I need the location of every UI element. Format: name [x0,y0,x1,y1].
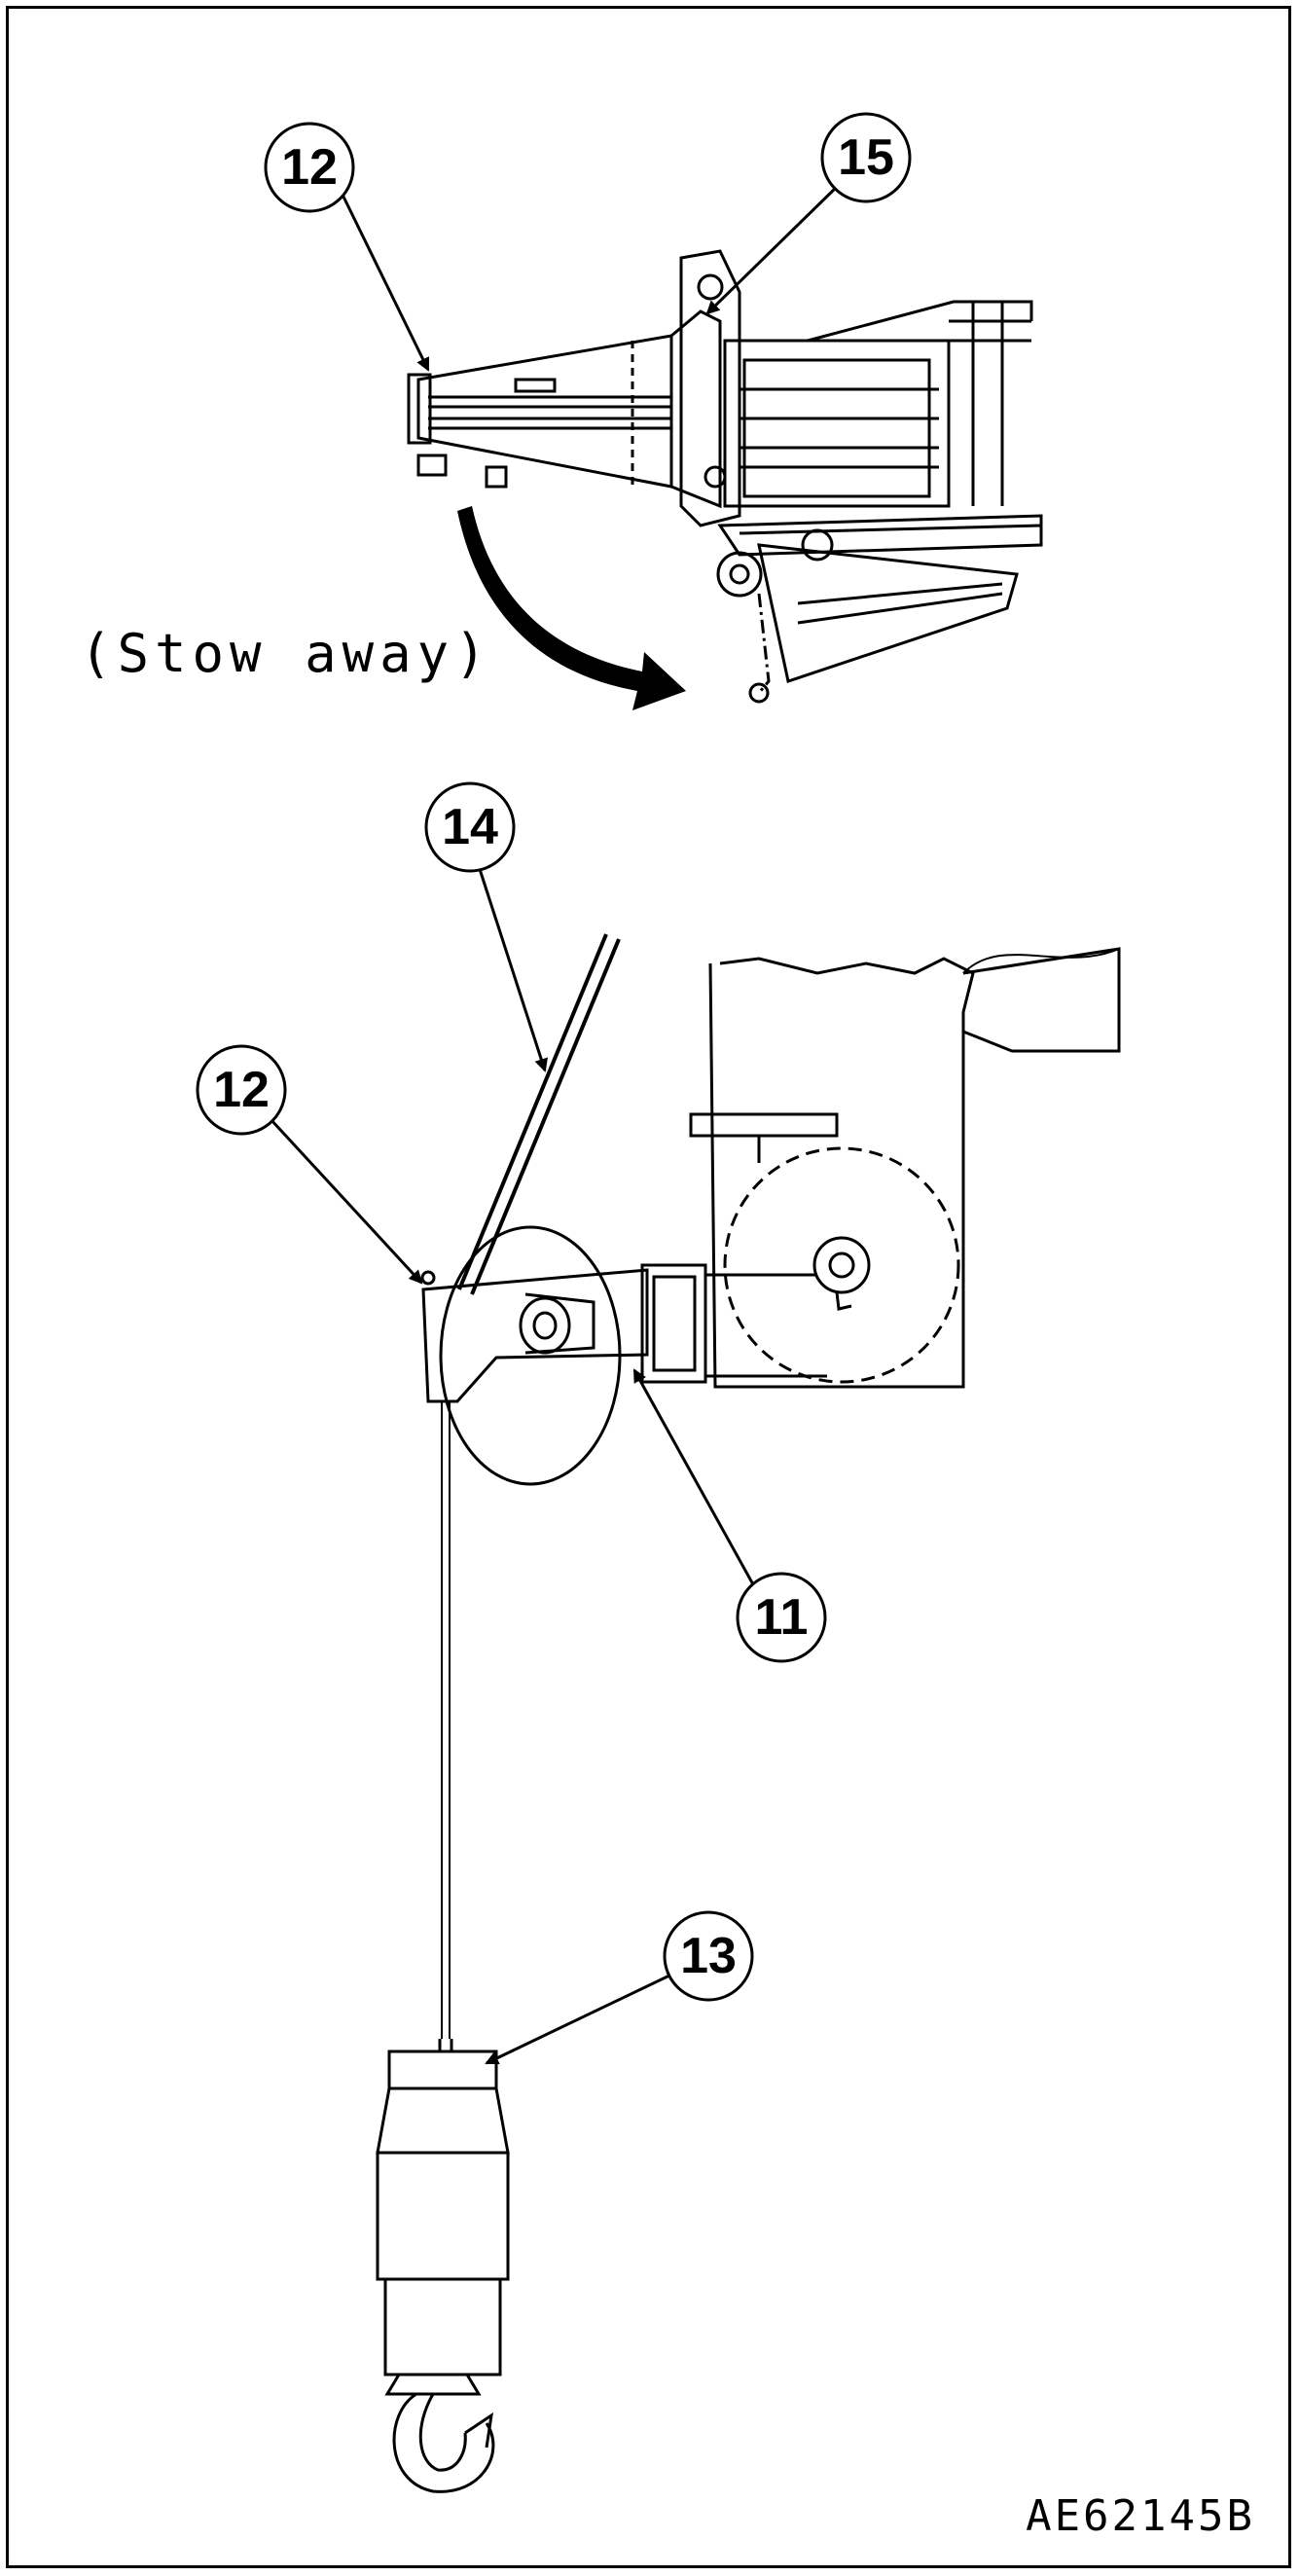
svg-text:12: 12 [281,139,338,196]
leader-14 [477,865,548,1072]
callout-15: 15 [820,112,912,203]
figure-frame [6,6,1291,2568]
hook-block [376,2039,510,2493]
callout-12-mid: 12 [196,1044,287,1136]
svg-text:14: 14 [442,799,498,855]
callout-12-top: 12 [264,122,355,213]
callout-14: 14 [424,781,516,873]
callout-11: 11 [736,1572,827,1663]
leader-12-top [341,194,430,372]
leader-12-mid [269,1117,423,1285]
leader-lines [269,183,841,2065]
figure-id: AE62145B [1026,2491,1255,2541]
stow-away-caption: (Stow away) [80,623,492,684]
svg-text:11: 11 [755,1589,809,1646]
callout-13: 13 [663,1910,754,2002]
svg-text:15: 15 [838,129,894,186]
leader-15 [705,183,841,315]
stowed-assembly [407,249,1043,704]
stow-away-arrow [457,506,686,710]
leader-13 [485,1974,670,2065]
leader-11 [632,1368,756,1587]
svg-text:13: 13 [680,1928,737,1984]
svg-text:12: 12 [213,1062,270,1118]
deployed-winch [420,933,1121,2039]
